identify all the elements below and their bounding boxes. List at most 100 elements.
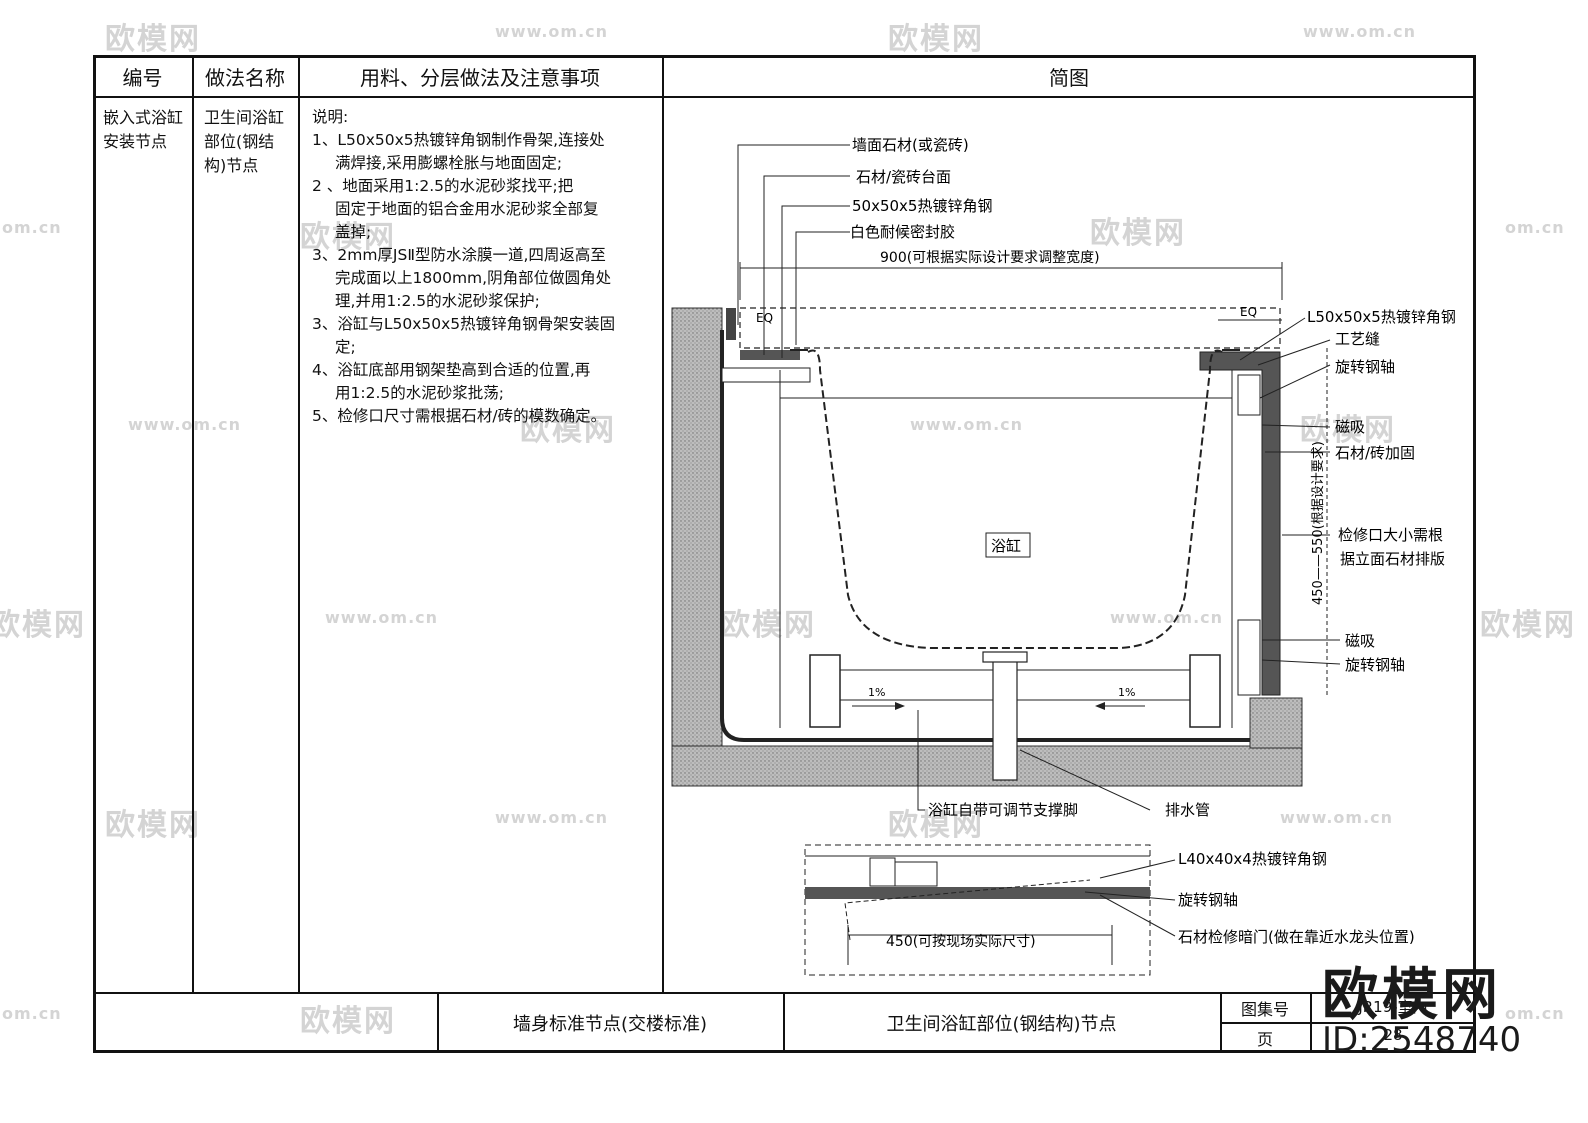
- note-item-cont: 固定于地面的铝合金用水泥砂浆全部复: [335, 200, 599, 218]
- drawing-frame: [93, 55, 1476, 1053]
- watermark-site: om.cn: [2, 218, 62, 237]
- label-stone-reinforce: 石材/砖加固: [1335, 444, 1415, 462]
- slope-label: 1%: [868, 686, 885, 699]
- row-code-line: 安装节点: [103, 132, 168, 151]
- header-code: 编号: [122, 66, 163, 90]
- watermark-site: om.cn: [1505, 1004, 1565, 1023]
- watermark-site: www.om.cn: [325, 608, 439, 627]
- steel-support-left: [809, 654, 841, 728]
- steel-support-right: [1189, 654, 1221, 728]
- header-diagram: 简图: [1049, 66, 1089, 90]
- watermark-brand: 欧模网: [300, 220, 396, 255]
- watermark-site: www.om.cn: [910, 415, 1024, 434]
- watermark-brand: 欧模网: [0, 608, 86, 643]
- note-item: 1、L50x50x5热镀锌角钢制作骨架,连接处: [312, 131, 605, 149]
- watermark-brand: 欧模网: [888, 808, 984, 843]
- plan-stone-panel: [805, 887, 1150, 899]
- watermark-brand: 欧模网: [300, 1004, 396, 1039]
- note-item-cont: 盖掉;: [335, 223, 372, 241]
- plan-detail-outline: [804, 844, 1151, 976]
- watermark-brand: 欧模网: [1480, 608, 1576, 643]
- notes-block: 说明: 1、L50x50x5热镀锌角钢制作骨架,连接处 满焊接,采用膨螺栓胀与地…: [312, 106, 657, 428]
- row-code: 嵌入式浴缸 安装节点: [103, 106, 183, 154]
- label-drain: 排水管: [1165, 801, 1210, 819]
- watermark-site: www.om.cn: [495, 22, 609, 41]
- stone-top-outline: [739, 307, 1281, 349]
- watermark-site: www.om.cn: [495, 808, 609, 827]
- header-divider: [93, 96, 1476, 98]
- label-stone-top: 石材/瓷砖台面: [856, 168, 951, 186]
- brand-logo: 欧模网: [1322, 963, 1502, 1028]
- vertical-dimension: 450——550(根据设计要求): [1311, 441, 1326, 605]
- wall-stone: [726, 308, 736, 340]
- column-divider: [662, 55, 664, 993]
- watermark-site: om.cn: [2, 1004, 62, 1023]
- header-notes: 用料、分层做法及注意事项: [360, 66, 600, 90]
- lower-bracket: [1237, 619, 1261, 696]
- eq-label: EQ: [1240, 305, 1257, 319]
- footer-left-title: 墙身标准节点(交楼标准): [512, 1014, 708, 1035]
- tub-body: [807, 349, 1223, 649]
- watermark-brand: 欧模网: [1300, 413, 1396, 448]
- note-item: 4、浴缸底部用钢架垫高到合适的位置,再: [312, 361, 591, 379]
- notes-title: 说明:: [312, 108, 349, 126]
- label-pivot: 旋转钢轴: [1335, 358, 1395, 376]
- row-method-line: 部位(钢结: [204, 132, 275, 151]
- watermark-site: om.cn: [1505, 218, 1565, 237]
- plan-bracket: [869, 857, 896, 887]
- note-item: 2 、地面采用1:2.5的水泥砂浆找平;把: [312, 177, 574, 195]
- floor-slab: [671, 745, 1303, 787]
- page-value: 28: [1383, 1026, 1403, 1044]
- watermark-brand: 欧模网: [720, 608, 816, 643]
- watermark-brand: 欧模网: [520, 413, 616, 448]
- label-sealant: 白色耐候密封胶: [850, 223, 955, 241]
- label-pivot: 旋转钢轴: [1178, 891, 1238, 909]
- column-divider: [192, 55, 194, 993]
- watermark-brand: 欧模网: [1090, 216, 1186, 251]
- footer-divider: [783, 992, 785, 1053]
- label-magnet: 磁吸: [1335, 418, 1365, 436]
- note-item-cont: 满焊接,采用膨螺栓胀与地面固定;: [335, 154, 563, 172]
- label-access-size: 检修口大小需根: [1338, 526, 1443, 544]
- left-ledge: [721, 367, 811, 383]
- plan-bracket: [894, 861, 938, 887]
- label-l40-angle: L40x40x4热镀锌角钢: [1178, 850, 1327, 868]
- label-pivot: 旋转钢轴: [1345, 656, 1405, 674]
- row-method-line: 构)节点: [204, 156, 259, 175]
- row-method: 卫生间浴缸 部位(钢结 构)节点: [204, 106, 284, 178]
- drain-pipe: [992, 659, 1018, 781]
- watermark-site: www.om.cn: [128, 415, 242, 434]
- plan-dimension: 450(可按现场实际尺寸): [886, 934, 1036, 950]
- label-access-size-2: 据立面石材排版: [1340, 550, 1445, 568]
- header-method: 做法名称: [205, 66, 285, 90]
- atlas-value: JR19-室内: [1358, 998, 1428, 1016]
- page-label: 页: [1256, 1030, 1273, 1049]
- label-hidden-door: 石材检修暗门(做在靠近水龙头位置): [1178, 928, 1415, 946]
- right-bracket: [1237, 374, 1261, 416]
- note-item-cont: 定;: [335, 338, 356, 356]
- label-angle-steel: 50x50x5热镀锌角钢: [852, 197, 992, 215]
- label-l50-angle: L50x50x5热镀锌角钢: [1307, 308, 1456, 326]
- watermark-site: www.om.cn: [1303, 22, 1417, 41]
- label-craft-gap: 工艺缝: [1335, 330, 1380, 348]
- waterproof-membrane: [720, 330, 1250, 742]
- label-wall-stone: 墙面石材(或瓷砖): [852, 136, 969, 154]
- note-item: 3、浴缸与L50x50x5热镀锌角钢骨架安装固: [312, 315, 616, 333]
- footer-right-title: 卫生间浴缸部位(钢结构)节点: [886, 1014, 1117, 1035]
- watermark-site: www.om.cn: [1280, 808, 1394, 827]
- watermark-site: www.om.cn: [1110, 608, 1224, 627]
- label-magnet: 磁吸: [1345, 632, 1375, 650]
- width-dimension: 900(可根据实际设计要求调整宽度): [880, 249, 1100, 266]
- note-item: 5、检修口尺寸需根据石材/砖的模数确定。: [312, 407, 607, 425]
- footer-divider: [93, 992, 1476, 994]
- watermark-brand: 欧模网: [105, 808, 201, 843]
- row-code-line: 嵌入式浴缸: [103, 108, 184, 127]
- slope-label: 1%: [1118, 686, 1135, 699]
- note-item: 3、2mm厚JSⅡ型防水涂膜一道,四周返高至: [312, 246, 606, 264]
- note-item-cont: 用1:2.5的水泥砂浆批荡;: [335, 384, 504, 402]
- column-divider: [298, 55, 300, 993]
- footer-divider: [1220, 1022, 1476, 1024]
- note-item-cont: 理,并用1:2.5的水泥砂浆保护;: [335, 292, 540, 310]
- floor-step: [1249, 697, 1303, 749]
